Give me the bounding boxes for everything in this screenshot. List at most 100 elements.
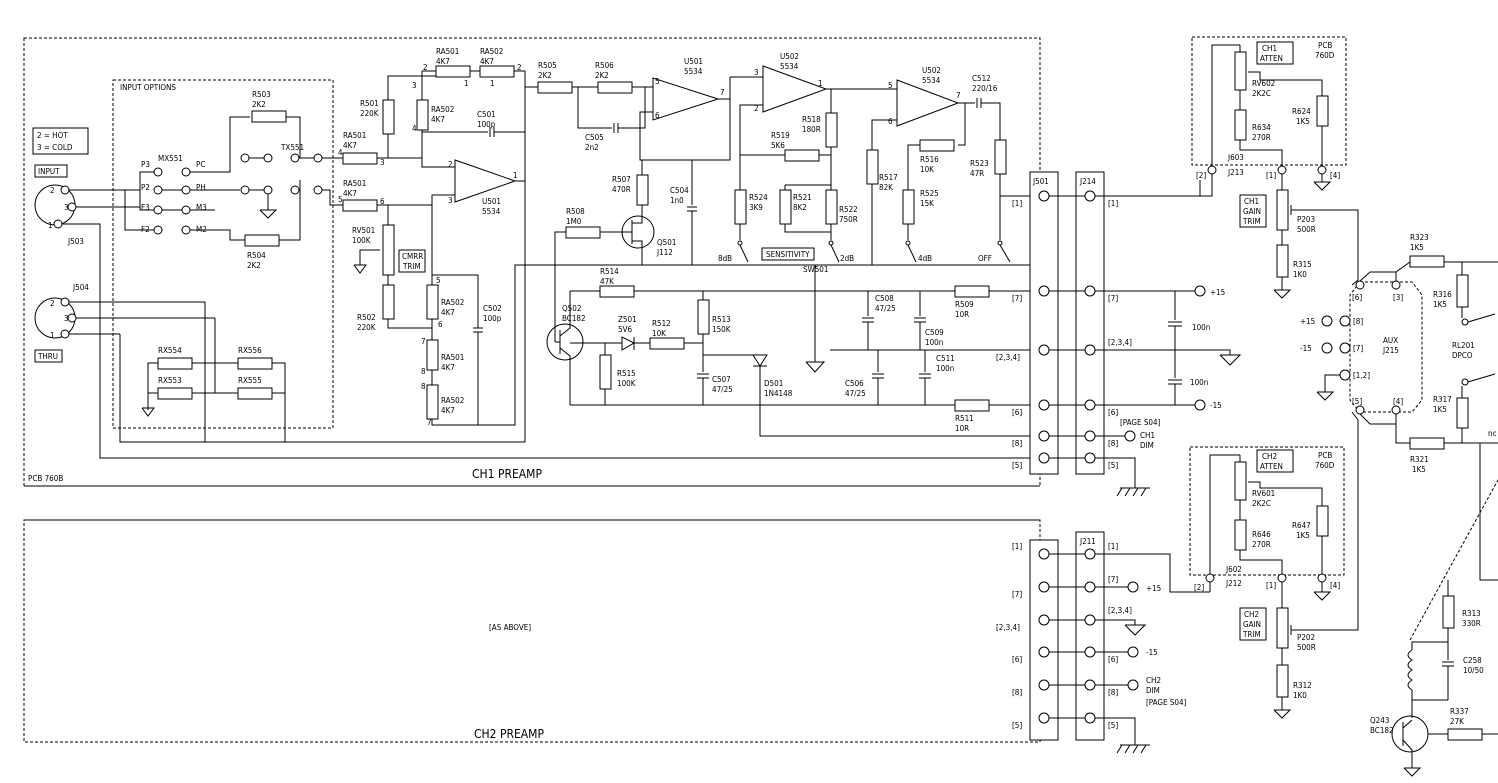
sw-4db: 4dB: [918, 254, 932, 263]
r521-value: 8K2: [793, 203, 807, 212]
svg-text:3: 3: [64, 203, 69, 212]
ch1-atten-block: CH1 ATTEN PCB 760D RV602 2K2C R634 270R …: [1191, 36, 1359, 299]
r508-value: 1M0: [566, 217, 582, 226]
c504-ref: C504: [670, 186, 689, 195]
ch1-dim-ch: CH1: [1140, 431, 1155, 440]
ra501-top-ref: RA501: [436, 47, 459, 56]
ch2-atten-label: ATTEN: [1260, 462, 1283, 471]
j215-label: J215: [1382, 346, 1399, 355]
r511-value: 10R: [955, 424, 969, 433]
u502b-ref: U502: [922, 66, 941, 75]
r317-value: 1K5: [1433, 405, 1447, 414]
c511-ref: C511: [936, 354, 955, 363]
r504-value: 2K2: [247, 261, 261, 270]
svg-text:2: 2: [448, 160, 453, 169]
ch1-preamp-block: CH1 PREAMP PCB 760B INPUT OPTIONS 2 = HO…: [23, 37, 1242, 497]
j211-pin5: [5]: [1108, 721, 1118, 730]
r634-value: 270R: [1252, 133, 1271, 142]
c511-value: 100n: [936, 364, 954, 373]
ra501-bottom: [426, 339, 439, 371]
svg-text:7: 7: [720, 88, 725, 97]
r323-resistor: [1409, 255, 1445, 268]
svg-text:1: 1: [48, 221, 53, 230]
r501-resistor: [382, 99, 395, 135]
c501-ref: C501: [477, 110, 496, 119]
c512-ref: C512: [972, 74, 991, 83]
sw-8db: 8dB: [718, 254, 732, 263]
r624-resistor: [1316, 95, 1329, 127]
svg-text:5: 5: [436, 276, 441, 285]
ra502-b2-ref: RA502: [441, 396, 464, 405]
cmrr-label: CMRR: [402, 252, 423, 261]
sw-off: OFF: [978, 254, 992, 263]
sensitivity-label: SENSITIVITY: [766, 250, 810, 259]
r513-ref: R513: [712, 315, 731, 324]
r517-resistor: [866, 149, 879, 185]
r502-resistor: [382, 284, 395, 320]
ch2-pin8: [8]: [1012, 688, 1022, 697]
ra502-left-val: 4K7: [431, 115, 445, 124]
r506-ref: R506: [595, 61, 614, 70]
aux-pin7: [7]: [1353, 344, 1363, 353]
c502-ref: C502: [483, 304, 502, 313]
r522-ref: R522: [839, 205, 858, 214]
rv601-pot: [1234, 461, 1247, 501]
j214-pin6: [6]: [1108, 408, 1118, 417]
ra501-top-resistor: [435, 65, 471, 78]
r321-resistor: [1409, 437, 1445, 450]
cmrr-trim-label: TRIM: [402, 262, 421, 271]
ra501-input-a: [342, 152, 378, 165]
svg-text:1: 1: [818, 79, 823, 88]
j213-pin2: [2]: [1196, 171, 1206, 180]
r518-resistor: [825, 112, 838, 148]
j213-label: J213: [1227, 168, 1244, 177]
r315-resistor: [1276, 244, 1289, 278]
ch2-pin234: [2,3,4]: [996, 623, 1020, 632]
r519-ref: R519: [771, 131, 790, 140]
r505-ref: R505: [538, 61, 557, 70]
r337-resistor: [1447, 728, 1483, 741]
r313-value: 330R: [1462, 619, 1481, 628]
j603-label: J603: [1227, 153, 1244, 162]
ch1-atten-board: [1191, 36, 1347, 166]
svg-text:2: 2: [50, 299, 55, 308]
r337-ref: R337: [1450, 707, 1469, 716]
ra501-input-b: [342, 199, 378, 212]
j501-label: J501: [1032, 177, 1049, 186]
j211-connector: [1075, 531, 1105, 741]
p203-preset: [1276, 189, 1289, 231]
svg-text:6: 6: [438, 320, 443, 329]
r312-resistor: [1276, 664, 1289, 698]
r646-ref: R646: [1252, 530, 1271, 539]
p202-ref: P202: [1297, 633, 1315, 642]
ch1-pcb-label: PCB 760B: [28, 474, 63, 483]
p203-value: 500R: [1297, 225, 1316, 234]
svg-text:7: 7: [427, 418, 432, 427]
r519-resistor: [784, 149, 820, 162]
r647-resistor: [1316, 505, 1329, 537]
r515-ref: R515: [617, 369, 636, 378]
j501-pin8: [8]: [1012, 439, 1022, 448]
rv602-value: 2K2C: [1252, 89, 1271, 98]
r646-value: 270R: [1252, 540, 1271, 549]
ra501-in-a-ref: RA501: [343, 131, 366, 140]
svg-text:2: 2: [423, 63, 428, 72]
svg-text:2: 2: [50, 186, 55, 195]
svg-text:5: 5: [888, 81, 893, 90]
u501-opamp-b: [652, 77, 720, 121]
j214-pin1: [1]: [1108, 199, 1118, 208]
rx553-label: RX553: [158, 376, 182, 385]
ra502-b1-val: 4K7: [441, 308, 455, 317]
r525-resistor: [902, 189, 915, 225]
q502-ref: Q502: [562, 304, 581, 313]
tx551-jumper-block: TX551: [240, 143, 340, 219]
r522-value: 750R: [839, 215, 858, 224]
d501-diode: [752, 354, 768, 367]
r521-ref: R521: [793, 193, 812, 202]
r516-resistor: [919, 139, 955, 152]
ch1-pcb-760d-b: 760D: [1315, 51, 1335, 60]
svg-text:1: 1: [464, 79, 469, 88]
aux-pin12: [1,2]: [1353, 371, 1370, 380]
svg-text:2: 2: [754, 104, 759, 113]
relay-coil: [1407, 649, 1413, 691]
